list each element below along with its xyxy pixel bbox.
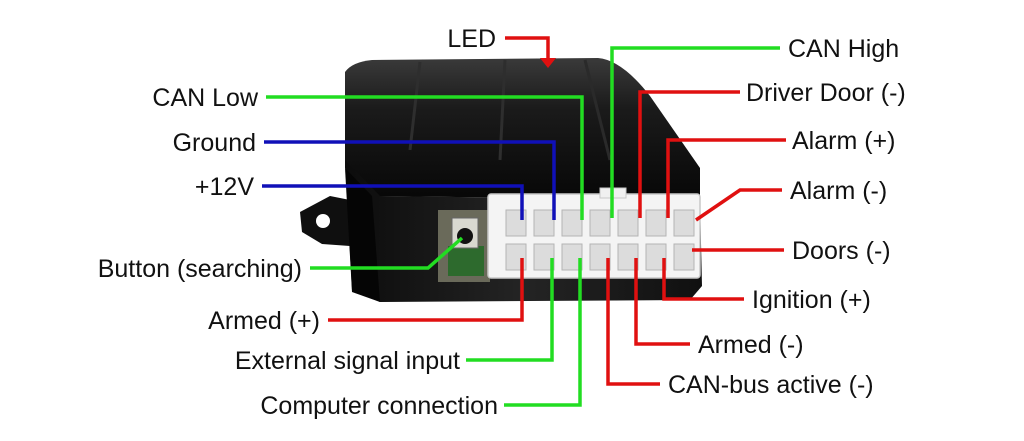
label-ground: Ground xyxy=(173,129,256,157)
armed-minus-wire xyxy=(634,258,690,346)
driver-door-wire xyxy=(638,90,740,218)
label-can-low: CAN Low xyxy=(152,84,259,112)
connector-cavities-bottom xyxy=(505,243,695,271)
wires xyxy=(262,36,786,407)
button-wire xyxy=(310,236,464,270)
label-ignition-plus: Ignition (+) xyxy=(752,286,871,314)
plus-12v-wire xyxy=(262,184,524,220)
label-computer-connection: Computer connection xyxy=(260,392,498,420)
label-armed-minus: Armed (-) xyxy=(698,331,804,359)
ignition-plus-wire xyxy=(662,258,744,301)
alarm-plus-wire xyxy=(666,138,786,218)
labels: LED CAN High Driver Door (-) Alarm (+) A… xyxy=(98,25,906,420)
armed-plus-wire xyxy=(328,258,524,322)
label-driver-door: Driver Door (-) xyxy=(746,79,906,107)
label-alarm-minus: Alarm (-) xyxy=(790,177,887,205)
led-pointer xyxy=(505,36,550,60)
label-can-high: CAN High xyxy=(788,35,899,63)
mounting-hole xyxy=(316,214,330,228)
connector-cavities-top xyxy=(505,209,695,237)
ground-wire xyxy=(264,140,556,220)
label-external-signal: External signal input xyxy=(235,347,460,375)
label-button: Button (searching) xyxy=(98,255,302,283)
external-signal-wire xyxy=(466,258,554,362)
alarm-minus-wire xyxy=(695,188,782,222)
label-canbus-active: CAN-bus active (-) xyxy=(668,371,874,399)
pcb-board xyxy=(448,246,484,276)
label-plus-12v: +12V xyxy=(195,173,254,201)
label-alarm-plus: Alarm (+) xyxy=(792,127,895,155)
label-armed-plus: Armed (+) xyxy=(208,307,320,335)
canbus-active-wire xyxy=(606,258,660,386)
label-led: LED xyxy=(447,25,496,53)
can-low-wire xyxy=(266,95,584,220)
led-arrowhead xyxy=(540,58,556,68)
can-high-wire xyxy=(610,46,780,218)
computer-connection-wire xyxy=(504,258,582,407)
label-doors-minus: Doors (-) xyxy=(792,237,891,265)
